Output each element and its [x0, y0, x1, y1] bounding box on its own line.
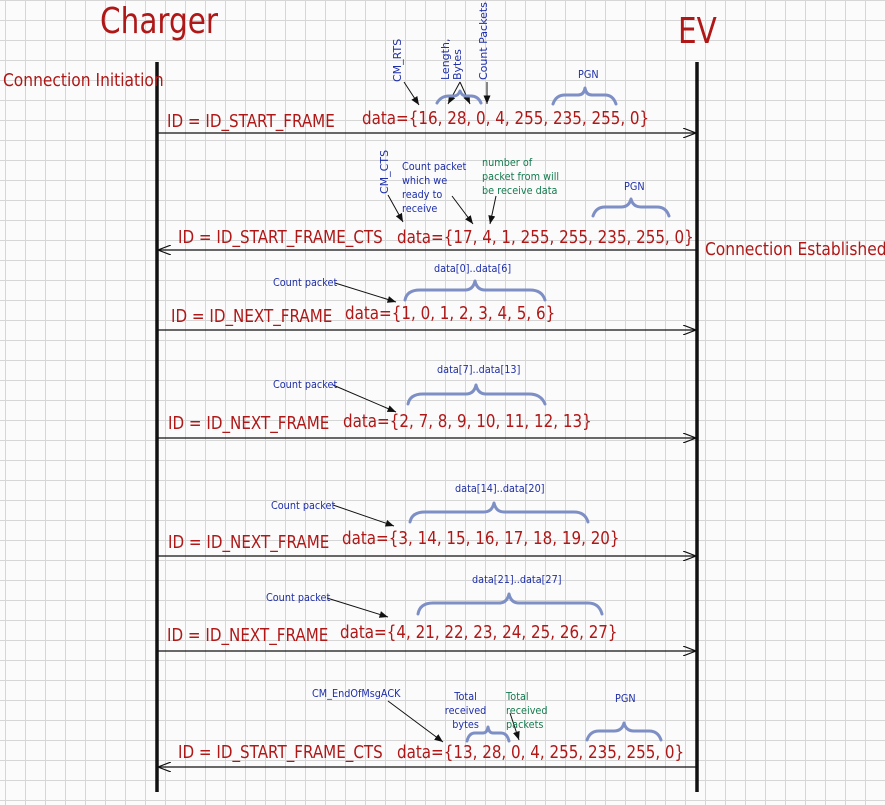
brace-pgn-2	[591, 197, 671, 218]
connection-established-label: Connection Established	[705, 239, 885, 260]
ev-participant-title: EV	[678, 11, 717, 52]
brace-pgn-3	[585, 721, 663, 742]
annotation-cm-endofmsgack: CM_EndOfMsgACK	[312, 687, 401, 700]
message-id-2: ID = ID_START_FRAME_CTS	[178, 227, 383, 248]
annotation-cm-cts: CM_CTS	[378, 149, 391, 194]
message-id-7: ID = ID_START_FRAME_CTS	[178, 742, 383, 763]
annotation-range-1: data[0]..data[6]	[434, 262, 512, 275]
annotation-range-4: data[21]..data[27]	[472, 573, 562, 586]
connection-initiation-label: Connection Initiation	[3, 70, 164, 91]
message-data-4: data={2, 7, 8, 9, 10, 11, 12, 13}	[343, 411, 592, 432]
annotation-count-packet-2: Count packet	[273, 378, 338, 391]
annotation-count-packet-3: Count packet	[271, 499, 336, 512]
annotation-length-bytes: Length, Bytes	[439, 38, 464, 80]
annotation-total-received-bytes: Total received bytes	[444, 690, 487, 731]
brace-data-0-6	[403, 279, 547, 302]
message-data-2: data={17, 4, 1, 255, 255, 235, 255, 0}	[397, 227, 694, 248]
annotation-range-3: data[14]..data[20]	[455, 482, 545, 495]
message-id-1: ID = ID_START_FRAME	[167, 111, 335, 132]
message-id-3: ID = ID_NEXT_FRAME	[171, 306, 333, 327]
annotation-arrows	[326, 81, 520, 743]
annotation-total-received-packets: Total received packets	[506, 690, 548, 731]
message-data-5: data={3, 14, 15, 16, 17, 18, 19, 20}	[342, 528, 620, 549]
message-id-4: ID = ID_NEXT_FRAME	[168, 413, 330, 434]
annotation-pgn-3: PGN	[615, 692, 636, 705]
message-data-6: data={4, 21, 22, 23, 24, 25, 26, 27}	[340, 622, 618, 643]
annotation-cm-rts: CM_RTS	[391, 38, 404, 82]
annotation-number-of-packet: number of packet from will be receive da…	[482, 156, 560, 197]
message-id-6: ID = ID_NEXT_FRAME	[167, 625, 329, 646]
annotation-range-2: data[7]..data[13]	[437, 363, 521, 376]
annotation-count-packet-4: Count packet	[266, 591, 331, 604]
brace-data-7-13	[406, 383, 547, 406]
annotation-pgn-2: PGN	[624, 180, 645, 193]
annotation-pgn-1: PGN	[578, 68, 599, 81]
brace-data-14-20	[408, 501, 590, 524]
brace-data-21-27	[416, 592, 604, 616]
data-range-braces	[403, 86, 671, 743]
brace-pgn-1	[551, 86, 618, 106]
charger-participant-title: Charger	[100, 1, 219, 42]
annotation-count-packets: Count Packets	[477, 2, 490, 80]
message-data-1: data={16, 28, 0, 4, 255, 235, 255, 0}	[362, 108, 650, 129]
brace-length-bytes	[435, 89, 483, 105]
message-id-5: ID = ID_NEXT_FRAME	[168, 532, 330, 553]
annotation-count-packet-ready: Count packet which we ready to receive	[402, 160, 467, 215]
brace-total-bytes	[465, 725, 511, 743]
message-data-3: data={1, 0, 1, 2, 3, 4, 5, 6}	[345, 303, 556, 324]
message-data-7: data={13, 28, 0, 4, 255, 235, 255, 0}	[397, 742, 685, 763]
annotation-count-packet-1: Count packet	[273, 276, 338, 289]
